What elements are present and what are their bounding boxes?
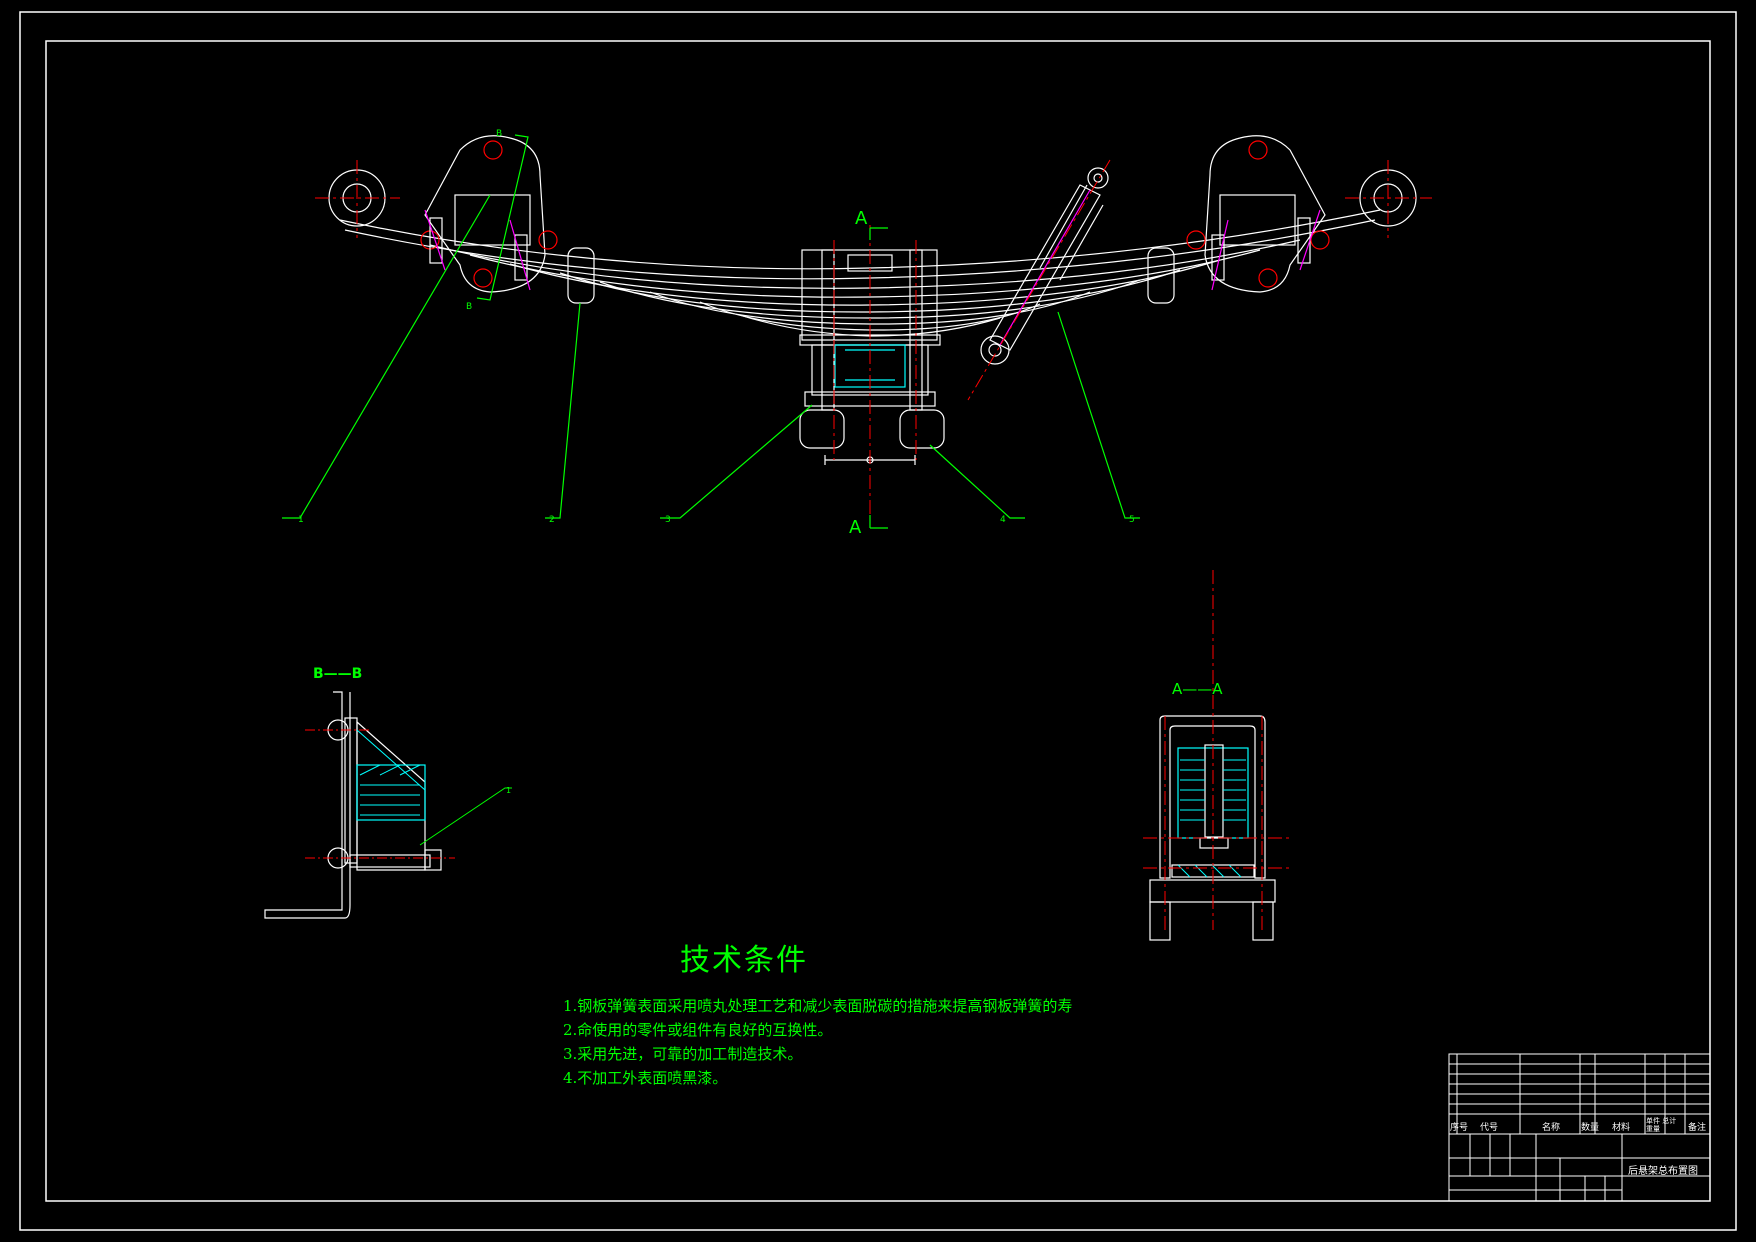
tech-condition-2: 2.命使用的零件或组件有良好的互换性。 — [563, 1021, 833, 1039]
view-b-title: B——B — [313, 666, 362, 682]
view-a-title: A——A — [1172, 680, 1223, 698]
shock-absorber — [989, 184, 1101, 351]
tech-conditions-title: 技术条件 — [680, 943, 808, 978]
hidden-lines — [424, 189, 1321, 346]
section-mark-a-top: A — [855, 208, 868, 229]
tech-condition-1: 1.钢板弹簧表面采用喷丸处理工艺和减少表面脱碳的措施来提高钢板弹簧的寿 — [563, 997, 1073, 1015]
leader-lines — [282, 194, 1140, 519]
balloon-1: 1 — [298, 515, 304, 525]
right-spring-clip — [1147, 247, 1175, 304]
balloon-5: 5 — [1129, 515, 1135, 525]
left-u-bolt-nut — [799, 409, 845, 449]
balloon-4: 4 — [1000, 515, 1006, 525]
tb-header-weight: 单件 总计 重量 — [1646, 1117, 1677, 1133]
outer-border — [19, 11, 1737, 1231]
section-mark-a-bottom: A — [849, 517, 862, 538]
balloon-3: 3 — [665, 515, 671, 525]
drawing-title: 后悬架总布置图 — [1628, 1166, 1698, 1177]
section-a-hatch — [1177, 759, 1246, 878]
left-front-bracket — [424, 135, 546, 293]
section-mark-b-top: B — [496, 129, 502, 139]
tech-condition-4: 4.不加工外表面喷黑漆。 — [563, 1069, 728, 1087]
inner-border — [45, 40, 1711, 1202]
title-block — [1448, 1053, 1711, 1202]
section-b-hatch — [356, 729, 426, 816]
tb-header-seq: 序号 — [1450, 1123, 1469, 1133]
right-u-bolt-nut — [899, 409, 945, 449]
balloon-2: 2 — [549, 515, 555, 525]
tb-header-qty: 数量 — [1581, 1123, 1600, 1133]
tb-header-material: 材料 — [1612, 1123, 1631, 1133]
tb-header-remark: 备注 — [1688, 1123, 1707, 1133]
left-spring-clip — [567, 247, 595, 304]
side-balloon-1: 1 — [506, 786, 511, 795]
centerlines — [315, 159, 1432, 520]
right-rear-bracket — [1204, 135, 1326, 293]
tech-condition-3: 3.采用先进，可靠的加工制造技术。 — [563, 1045, 803, 1063]
tb-header-code: 代号 — [1480, 1123, 1499, 1133]
side-leader — [419, 787, 512, 846]
tb-header-name: 名称 — [1542, 1123, 1561, 1133]
section-marks-main — [476, 134, 888, 529]
main-assembly-view — [328, 135, 1417, 465]
section-mark-b-bottom: B — [466, 302, 472, 312]
